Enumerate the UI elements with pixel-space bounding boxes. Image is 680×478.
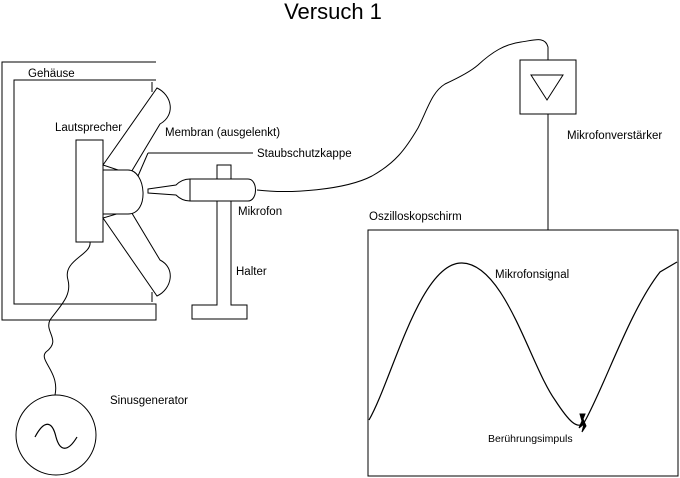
dust-cap-leader-tip (137, 152, 149, 177)
membrane-label: Membran (ausgelenkt) (165, 127, 280, 139)
housing-label: Gehäuse (28, 68, 75, 80)
microphone-signal (368, 261, 678, 426)
generator-label: Sinusgenerator (110, 395, 188, 407)
sine-generator (15, 394, 97, 476)
scope-label: Oszilloskopschirm (369, 211, 462, 223)
generator-cable (43, 241, 91, 396)
microphone-label: Mikrofon (238, 206, 282, 218)
microphone-cable (256, 39, 549, 192)
diagram-title: Versuch 1 (284, 0, 382, 24)
microphone (147, 178, 256, 202)
oscilloscope-screen (367, 229, 679, 477)
speaker-magnet (75, 139, 104, 243)
touch-impulse-label: Berührungsimpuls (488, 433, 573, 445)
sine-wave-icon (34, 423, 78, 449)
speaker-label: Lautsprecher (55, 122, 122, 134)
holder-label: Halter (236, 266, 267, 278)
touch-impulse-mark (578, 413, 587, 433)
dust-cap-label: Staubschutzkappe (257, 148, 352, 160)
amplifier-label: Mikrofonverstärker (567, 130, 662, 142)
dust-cap (102, 169, 144, 215)
speaker-housing (1, 61, 157, 321)
signal-label: Mikrofonsignal (495, 269, 569, 281)
microphone-amplifier (519, 59, 577, 115)
leader-lines (137, 152, 253, 177)
microphone-holder (191, 164, 248, 320)
triangle-down-icon (530, 74, 564, 101)
